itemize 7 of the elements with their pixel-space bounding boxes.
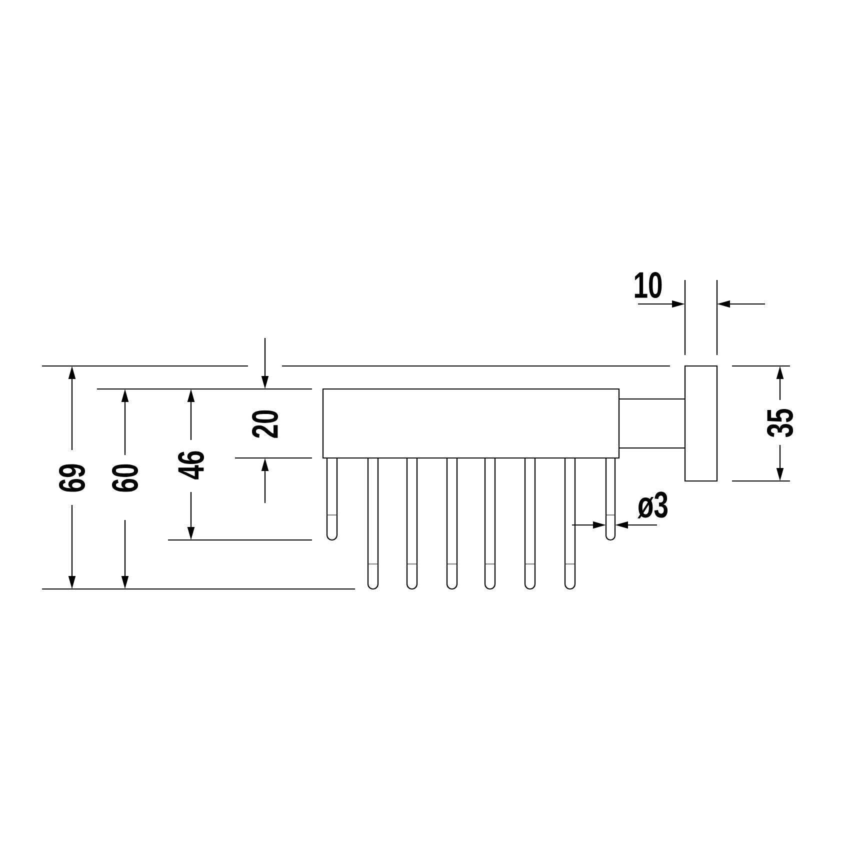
dimension-label: 10 (634, 272, 662, 298)
dimension-label: ø3 (638, 492, 668, 518)
dimension-label: 69 (58, 464, 86, 492)
dimension-label: 35 (766, 408, 794, 438)
dimension-label: 60 (112, 464, 138, 492)
dimension-label: 46 (178, 451, 204, 480)
dimension-label: 20 (252, 410, 278, 438)
